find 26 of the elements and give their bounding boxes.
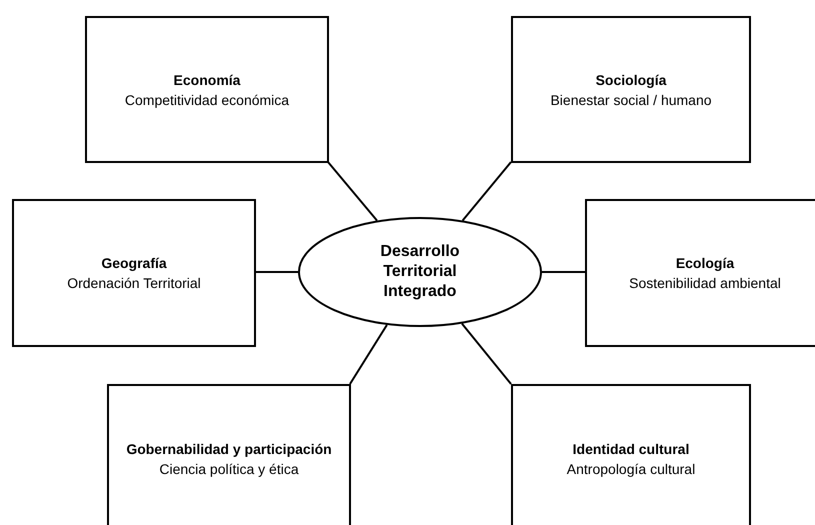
connector-line bbox=[461, 323, 512, 385]
connector-line bbox=[255, 271, 298, 273]
topic-box bbox=[511, 16, 751, 163]
box-subtitle: Bienestar social / humano bbox=[550, 90, 712, 110]
box-heading: Geografía bbox=[101, 254, 167, 273]
box-heading: Sociología bbox=[596, 70, 666, 90]
connector-line bbox=[542, 271, 585, 273]
connector-line bbox=[462, 161, 512, 222]
box-subtitle: Sostenibilidad ambiental bbox=[629, 274, 781, 293]
node-title: Desarrollo Territorial Integrado bbox=[379, 242, 461, 302]
box-heading: Identidad cultural bbox=[572, 440, 690, 459]
box-heading: Gobernabilidad y participación bbox=[126, 440, 332, 459]
box-subtitle: Ciencia política y ética bbox=[159, 460, 299, 479]
topic-box bbox=[12, 199, 256, 347]
ellipse-node bbox=[298, 217, 542, 327]
topic-box bbox=[511, 384, 751, 525]
box-subtitle: Competitividad económica bbox=[124, 90, 290, 110]
connector-line bbox=[327, 161, 378, 222]
topic-box bbox=[585, 199, 815, 347]
box-subtitle: Ordenación Territorial bbox=[67, 274, 201, 293]
connector-line bbox=[349, 324, 388, 385]
box-heading: Ecología bbox=[676, 254, 734, 273]
box-heading: Economía bbox=[174, 70, 240, 90]
topic-box bbox=[107, 384, 351, 525]
topic-box bbox=[85, 16, 329, 163]
box-subtitle: Antropología cultural bbox=[566, 460, 696, 479]
